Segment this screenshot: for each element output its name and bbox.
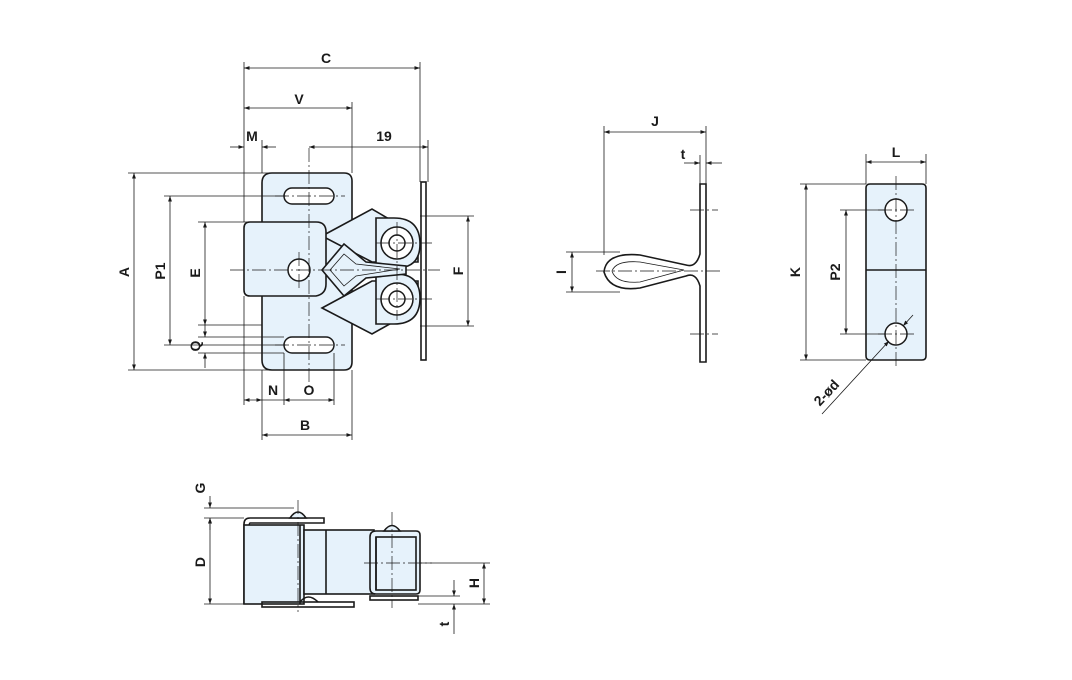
bottom-side-labels: G D H t: [192, 482, 482, 626]
label-19: 19: [376, 128, 392, 144]
catch-body: [243, 221, 327, 297]
label-O: O: [304, 382, 315, 398]
label-C: C: [321, 50, 331, 66]
label-M: M: [246, 128, 258, 144]
bottom-side-view: [204, 496, 490, 634]
label-t-strike: t: [681, 146, 686, 162]
roller-screw-head: [382, 524, 402, 532]
label-D: D: [192, 557, 208, 567]
bottom-plate: [261, 601, 355, 608]
label-G: G: [192, 482, 208, 493]
front-view-labels: C V M 19 A P1 E Q F N O B: [116, 50, 466, 433]
side-roller: [375, 536, 417, 591]
label-L: L: [892, 144, 901, 160]
strike-side-view: [566, 126, 722, 363]
label-N: N: [268, 382, 278, 398]
front-view: [230, 148, 440, 390]
label-hole-spec: 2-ød: [810, 376, 842, 409]
strike-bottom: [369, 595, 419, 601]
label-Q: Q: [187, 340, 203, 351]
label-t-side: t: [436, 621, 452, 626]
strike-side-labels: J t I: [553, 113, 686, 274]
strike-front-view: [800, 154, 927, 415]
side-spring: [303, 529, 375, 595]
label-I: I: [553, 270, 569, 274]
top-screw-head: [288, 511, 308, 519]
label-F: F: [450, 266, 466, 275]
label-P2: P2: [827, 263, 843, 280]
label-E: E: [187, 268, 203, 277]
label-V: V: [294, 91, 304, 107]
label-A: A: [116, 267, 132, 277]
label-K: K: [787, 267, 803, 277]
label-P1: P1: [152, 262, 168, 279]
label-H: H: [466, 578, 482, 588]
front-view-dimensions: [128, 62, 474, 440]
strike-plate-edge: [420, 181, 427, 361]
label-J: J: [651, 113, 659, 129]
strike-profile: [603, 183, 707, 363]
side-body: [243, 524, 305, 605]
label-B: B: [300, 417, 310, 433]
